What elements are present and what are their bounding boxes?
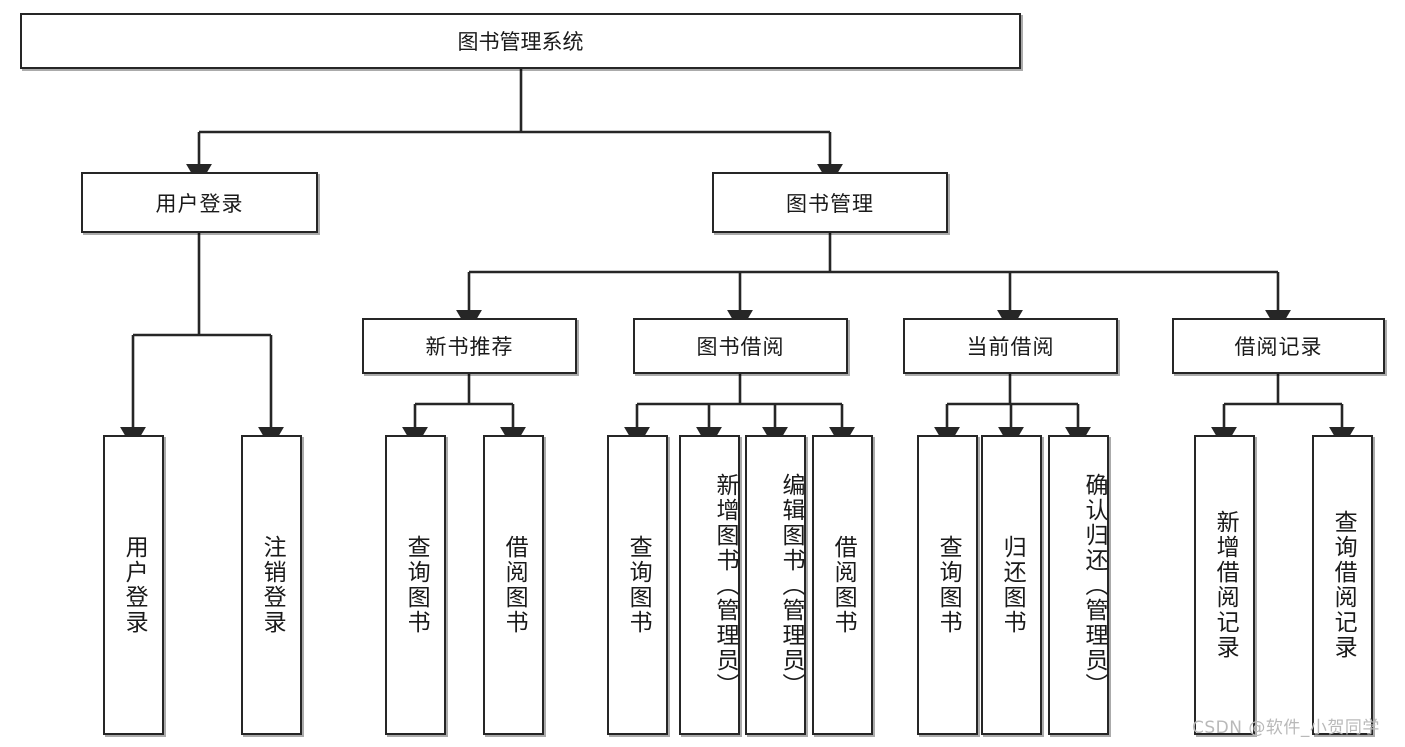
leaf-add-book-admin[interactable]: 新增图书（管理员） bbox=[679, 435, 740, 735]
node-book-manage[interactable]: 图书管理 bbox=[712, 172, 948, 233]
leaf-logout-login[interactable]: 注销登录 bbox=[241, 435, 302, 735]
leaf-query-borrow-record[interactable]: 查询借阅记录 bbox=[1312, 435, 1373, 735]
leaf-confirm-return-admin[interactable]: 确认归还（管理员） bbox=[1048, 435, 1109, 735]
leaf-user-login[interactable]: 用户登录 bbox=[103, 435, 164, 735]
leaf-query-book-borrow[interactable]: 查询图书 bbox=[607, 435, 668, 735]
leaf-edit-book-admin[interactable]: 编辑图书（管理员） bbox=[745, 435, 806, 735]
node-borrow-record[interactable]: 借阅记录 bbox=[1172, 318, 1385, 374]
leaf-query-book-current[interactable]: 查询图书 bbox=[917, 435, 978, 735]
node-new-book-recommend[interactable]: 新书推荐 bbox=[362, 318, 577, 374]
leaf-borrow-book-recommend[interactable]: 借阅图书 bbox=[483, 435, 544, 735]
node-book-borrow[interactable]: 图书借阅 bbox=[633, 318, 848, 374]
leaf-query-book-recommend[interactable]: 查询图书 bbox=[385, 435, 446, 735]
node-user-login[interactable]: 用户登录 bbox=[81, 172, 318, 233]
leaf-return-book[interactable]: 归还图书 bbox=[981, 435, 1042, 735]
leaf-add-borrow-record[interactable]: 新增借阅记录 bbox=[1194, 435, 1255, 735]
csdn-watermark: CSDN @软件_小贺同学 bbox=[1192, 718, 1380, 738]
leaf-borrow-book-borrow[interactable]: 借阅图书 bbox=[812, 435, 873, 735]
node-root-system[interactable]: 图书管理系统 bbox=[20, 13, 1021, 69]
node-current-borrow[interactable]: 当前借阅 bbox=[903, 318, 1118, 374]
